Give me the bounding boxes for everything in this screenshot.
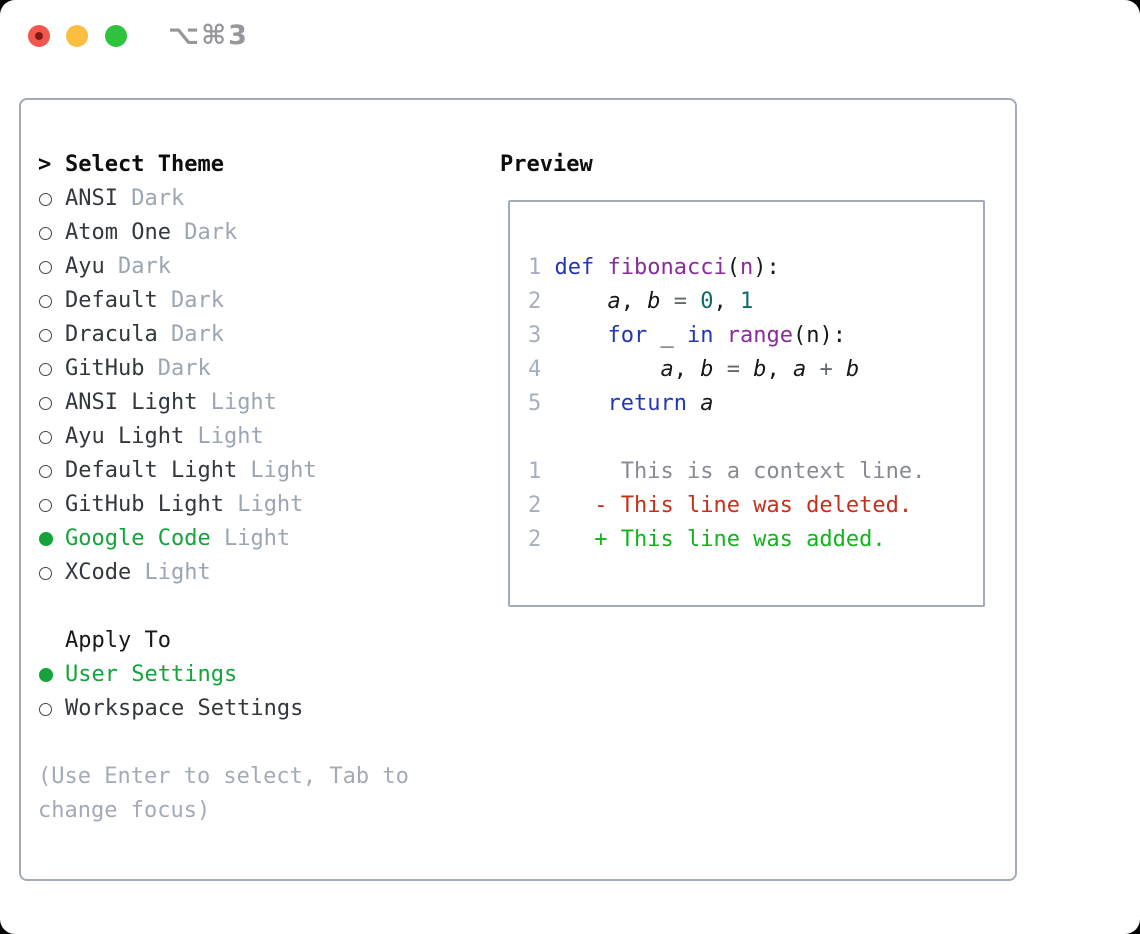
diff-text: This is a context line. [620, 459, 926, 484]
code-line: 2 a, b = 0, 1 [528, 289, 754, 314]
close-button[interactable] [28, 25, 50, 47]
theme-option-label: Atom One Dark [65, 220, 238, 245]
theme-option[interactable]: XCode Light [38, 556, 409, 590]
radio-icon [38, 362, 65, 376]
radio-icon [38, 294, 65, 308]
apply-to-header: Apply To [65, 628, 171, 653]
preview-header: Preview [500, 152, 593, 177]
theme-option[interactable]: Default Dark [38, 284, 409, 318]
theme-option-label: Default Light Light [65, 458, 317, 483]
radio-icon [38, 260, 65, 274]
radio-icon [38, 498, 65, 512]
theme-option[interactable]: GitHub Dark [38, 352, 409, 386]
theme-option[interactable]: Google Code Light [38, 522, 409, 556]
apply-option[interactable]: Workspace Settings [38, 692, 409, 726]
diff-line-deleted: 2 - This line was deleted. [528, 489, 983, 523]
diff-text: This line was deleted. [620, 493, 913, 518]
theme-option[interactable]: Ayu Dark [38, 250, 409, 284]
theme-option-label: GitHub Dark [65, 356, 211, 381]
preview-box: 1 def fibonacci(n): 2 a, b = 0, 1 3 for _ … [508, 200, 985, 607]
zoom-button[interactable] [105, 25, 127, 47]
blank-line [528, 421, 983, 455]
theme-option-label: Default Dark [65, 288, 224, 313]
theme-option[interactable]: ANSI Light Light [38, 386, 409, 420]
theme-option-label: Ayu Dark [65, 254, 171, 279]
spacer [38, 726, 409, 760]
radio-icon [38, 396, 65, 410]
code-preview: 1 def fibonacci(n): 2 a, b = 0, 1 3 for _ … [528, 251, 983, 421]
title-bar: ⌥⌘3 [0, 0, 1140, 72]
theme-option[interactable]: Ayu Light Light [38, 420, 409, 454]
line-number: 2 [528, 527, 542, 552]
theme-option-label: Google Code Light [65, 526, 291, 551]
help-text-line-2: change focus) [38, 798, 211, 823]
apply-option[interactable]: User Settings [38, 658, 409, 692]
help-text-line-1: (Use Enter to select, Tab to [38, 764, 409, 789]
theme-option[interactable]: ANSI Dark [38, 182, 409, 216]
line-number: 2 [528, 289, 555, 314]
diff-line-context: 1 This is a context line. [528, 455, 983, 489]
diff-marker: + [541, 527, 621, 552]
line-number: 1 [528, 255, 555, 280]
theme-option[interactable]: Atom One Dark [38, 216, 409, 250]
line-number: 2 [528, 493, 542, 518]
apply-to-header-row: Apply To [38, 624, 409, 658]
code-line: 5 return a [528, 391, 714, 416]
diff-line-added: 2 + This line was added. [528, 523, 983, 557]
theme-option-label: Dracula Dark [65, 322, 224, 347]
apply-option-label: Workspace Settings [65, 696, 304, 721]
code-line: 1 def fibonacci(n): [528, 255, 780, 280]
apply-option-label: User Settings [65, 662, 238, 687]
radio-icon [38, 702, 65, 716]
theme-option-label: ANSI Dark [65, 186, 185, 211]
code-line: 4 a, b = b, a + b [528, 357, 860, 382]
theme-option[interactable]: Dracula Dark [38, 318, 409, 352]
theme-option-label: Ayu Light Light [65, 424, 264, 449]
line-number: 4 [528, 357, 555, 382]
theme-option[interactable]: GitHub Light Light [38, 488, 409, 522]
radio-icon [38, 192, 65, 206]
theme-list-header: Select Theme [65, 152, 224, 177]
radio-icon [38, 566, 65, 580]
line-number: 5 [528, 391, 555, 416]
radio-icon [38, 430, 65, 444]
theme-option-label: ANSI Light Light [65, 390, 277, 415]
theme-list-header-row: > Select Theme [38, 148, 409, 182]
line-number: 3 [528, 323, 555, 348]
radio-selected-icon [38, 532, 65, 546]
diff-marker: - [541, 493, 621, 518]
theme-option-label: XCode Light [65, 560, 211, 585]
radio-icon [38, 464, 65, 478]
unsaved-dot-icon [35, 32, 43, 40]
radio-icon [38, 226, 65, 240]
diff-preview: 1 This is a context line.2 - This line w… [528, 455, 983, 557]
diff-text: This line was added. [620, 527, 886, 552]
focus-caret-icon: > [38, 152, 52, 177]
diff-marker [541, 459, 620, 484]
radio-selected-icon [38, 668, 65, 682]
line-number: 1 [528, 459, 542, 484]
radio-icon [38, 328, 65, 342]
theme-option-label: GitHub Light Light [65, 492, 304, 517]
window-title: ⌥⌘3 [168, 20, 249, 51]
minimize-button[interactable] [66, 25, 88, 47]
theme-option[interactable]: Default Light Light [38, 454, 409, 488]
spacer [38, 590, 409, 624]
code-line: 3 for _ in range(n): [528, 323, 846, 348]
